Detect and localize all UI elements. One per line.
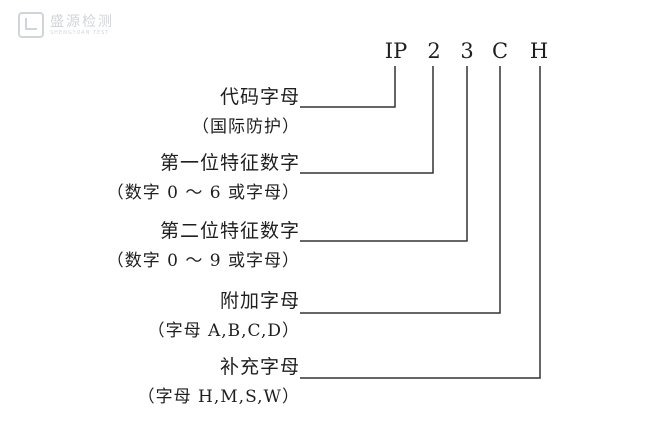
watermark-icon	[18, 12, 44, 38]
code-second-digit: 3	[460, 39, 474, 63]
label-additional-letter-note: （字母 A,B,C,D）	[147, 321, 300, 341]
connector-first-digit	[300, 66, 434, 174]
connector-ip	[300, 66, 396, 108]
label-first-digit: 第一位特征数字	[159, 152, 300, 174]
connector-second-digit	[300, 66, 468, 242]
watermark-logo: 盛源检测 SHENGYUAN TEST	[18, 12, 114, 38]
code-first-digit: 2	[427, 39, 441, 63]
label-supplementary-letter: 补充字母	[219, 356, 300, 378]
watermark-name-en: SHENGYUAN TEST	[50, 29, 110, 36]
code-additional-letter: C	[491, 39, 509, 63]
label-first-digit-note: （数字 0 ～ 6 或字母）	[106, 183, 300, 203]
watermark-name-cn: 盛源检测	[50, 13, 114, 30]
label-additional-letter: 附加字母	[219, 290, 300, 312]
label-second-digit: 第二位特征数字	[159, 220, 300, 242]
label-code-letters-note: （国际防护）	[192, 117, 300, 137]
label-supplementary-letter-note: （字母 H,M,S,W）	[137, 387, 300, 407]
code-supplementary-letter: H	[529, 39, 549, 63]
code-ip: IP	[384, 39, 408, 63]
label-second-digit-note: （数字 0 ～ 9 或字母）	[106, 251, 300, 271]
label-code-letters: 代码字母	[219, 86, 300, 108]
connector-supplementary-letter	[300, 66, 541, 379]
connector-additional-letter	[300, 66, 501, 314]
